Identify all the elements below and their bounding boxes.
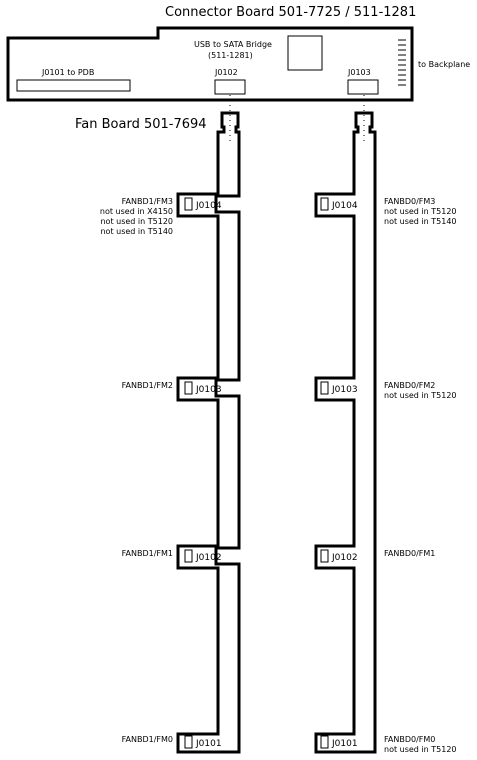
left-connector-j0102-pin-box	[184, 549, 193, 563]
left-connector-j0103-label: FANBD1/FM2	[122, 381, 173, 390]
right-connector-j0104-note: not used in T5120	[384, 207, 457, 216]
right-connector-j0104-label: FANBD0/FM3	[384, 197, 435, 206]
left-connector-j0104-pin-box	[184, 197, 193, 211]
right-connector-j0101-id: J0101	[331, 739, 358, 749]
j0103-label: J0103	[347, 68, 371, 77]
right-connector-j0101-note: not used in T5120	[384, 745, 457, 754]
left-connector-j0102-label: FANBD1/FM1	[122, 549, 173, 558]
right-connector-j0103-pin-box	[320, 381, 329, 395]
left-connector-j0104-id: J0104	[195, 201, 222, 211]
j0102-connector	[214, 79, 246, 95]
left-connector-j0101-id: J0101	[195, 739, 222, 749]
j0103-connector	[347, 79, 379, 95]
left-connector-j0101-label: FANBD1/FM0	[122, 735, 173, 744]
right-connector-j0103-note: not used in T5120	[384, 391, 457, 400]
fan-board-title: Fan Board 501-7694	[75, 117, 207, 132]
right-connector-j0104-note: not used in T5140	[384, 217, 457, 226]
j0101-pdb-label: J0101 to PDB	[41, 68, 94, 77]
right-connector-j0104-pin-box	[320, 197, 329, 211]
connector-board-title: Connector Board 501-7725 / 511-1281	[165, 5, 416, 20]
fan-board-1-outline	[176, 111, 241, 754]
j0102-label: J0102	[214, 68, 238, 77]
left-connector-j0103-id: J0103	[195, 385, 222, 395]
left-connector-j0104-label: FANBD1/FM3	[122, 197, 173, 206]
right-connector-j0101-pin-box	[320, 735, 329, 749]
right-connector-j0102-label: FANBD0/FM1	[384, 549, 435, 558]
right-connector-j0103-id: J0103	[331, 385, 358, 395]
right-connector-j0102-id: J0102	[331, 553, 358, 563]
right-connector-j0102-pin-box	[320, 549, 329, 563]
connector-board: Connector Board 501-7725 / 511-1281 USB …	[6, 5, 470, 102]
usb-sata-bridge-chip	[287, 35, 323, 71]
usb-bridge-part: (511-1281)	[208, 51, 253, 60]
backplane-label: to Backplane	[418, 60, 470, 69]
left-connector-j0104-note: not used in T5120	[100, 217, 173, 226]
left-connector-j0101-pin-box	[184, 735, 193, 749]
j0101-pdb-connector	[16, 79, 131, 92]
left-connector-j0103-pin-box	[184, 381, 193, 395]
left-connector-j0102-id: J0102	[195, 553, 222, 563]
usb-bridge-label: USB to SATA Bridge	[194, 40, 272, 49]
left-connector-j0104-note: not used in T5140	[100, 227, 173, 236]
backplane-connector	[398, 39, 406, 86]
connector-board-outline	[6, 26, 414, 102]
fan-board-0-outline	[314, 111, 377, 754]
left-connector-j0104-note: not used in X4150	[100, 207, 173, 216]
right-connector-j0104-id: J0104	[331, 201, 358, 211]
right-connector-j0103-label: FANBD0/FM2	[384, 381, 435, 390]
right-connector-j0101-label: FANBD0/FM0	[384, 735, 435, 744]
